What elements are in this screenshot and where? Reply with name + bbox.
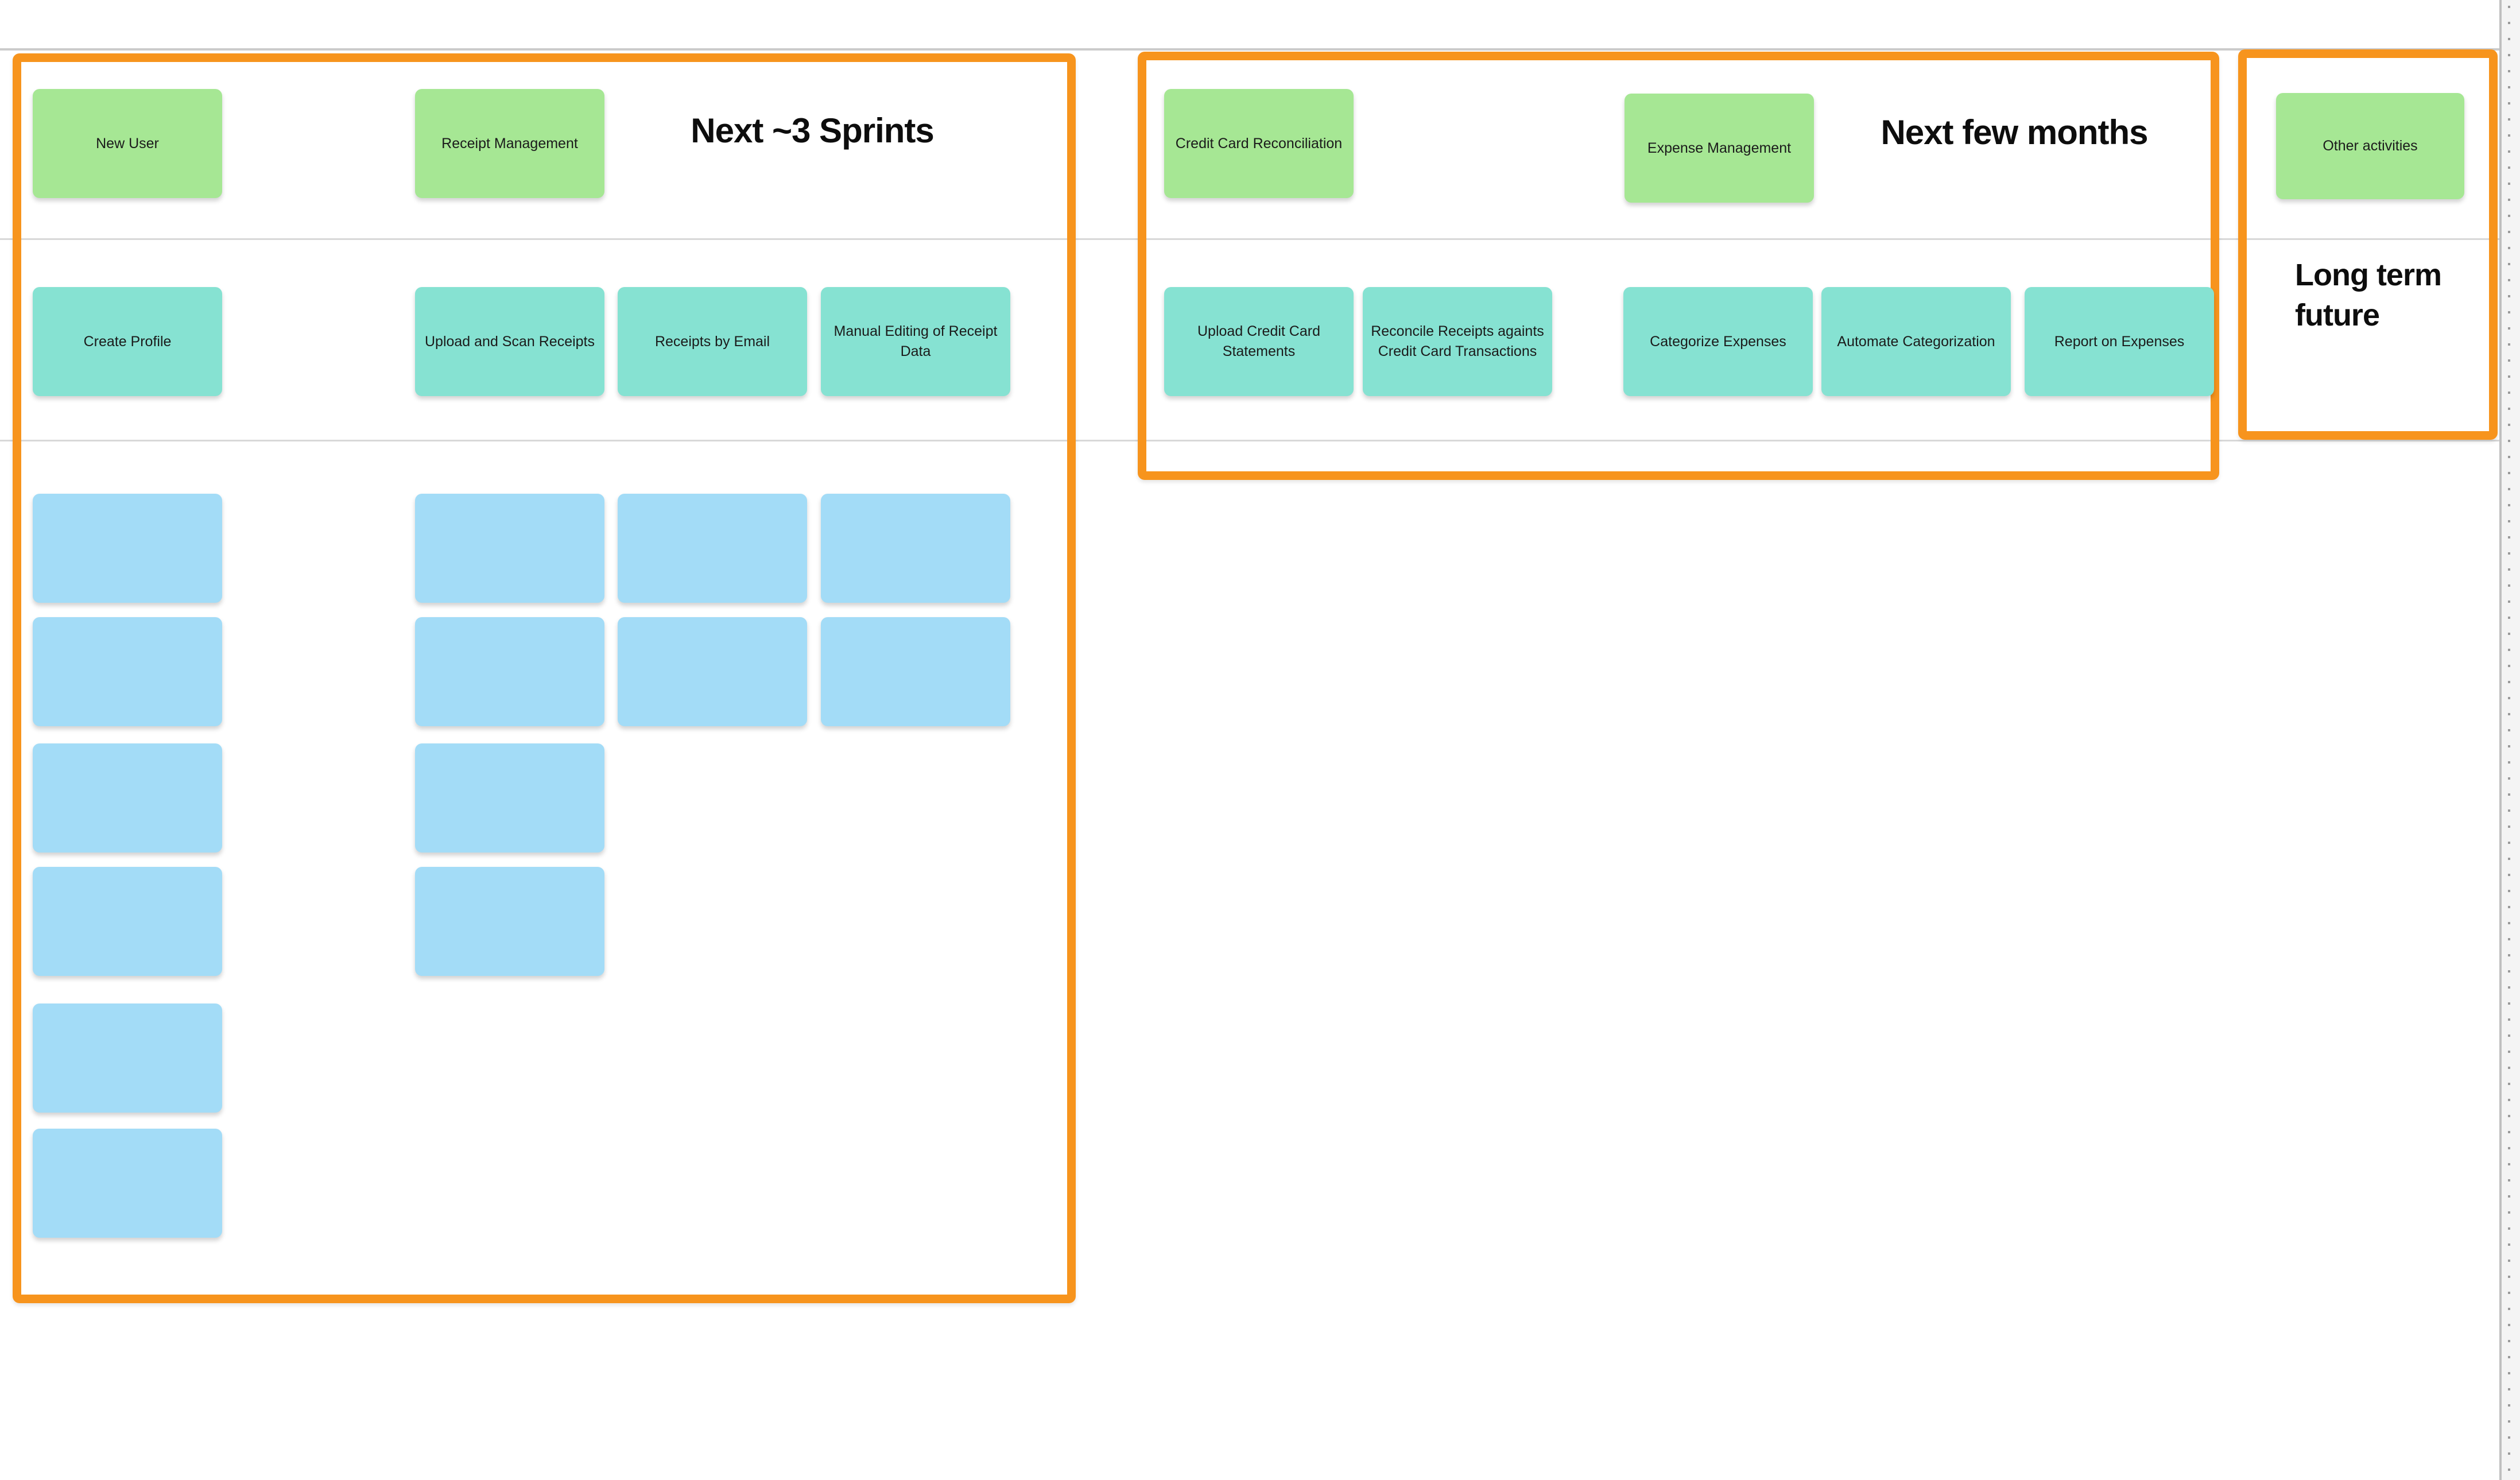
sticky-note-label: New User (96, 135, 159, 152)
sticky-note-report-on-expenses[interactable]: Report on Expenses (2025, 287, 2214, 396)
section-title-next-few-months[interactable]: Next few months (1881, 113, 2148, 152)
frame-next-few-months[interactable] (1138, 52, 2219, 480)
sticky-note-categorize-expenses[interactable]: Categorize Expenses (1623, 287, 1813, 396)
sticky-note-label: Other activities (2323, 138, 2418, 154)
board-row-divider (0, 440, 2500, 441)
sticky-note-upload-credit-card-statements[interactable]: Upload Credit Card Statements (1164, 287, 1354, 396)
sticky-note-blank[interactable] (33, 867, 222, 976)
sticky-note-reconcile-receipts-againts-credit-card-transactions[interactable]: Reconcile Receipts againts Credit Card T… (1363, 287, 1552, 396)
sticky-note-create-profile[interactable]: Create Profile (33, 287, 222, 396)
sticky-note-blank[interactable] (821, 617, 1010, 726)
sticky-note-label: Automate Categorization (1837, 333, 1995, 350)
sticky-note-label: Manual Editing of Receipt Data (833, 323, 998, 359)
sticky-note-blank[interactable] (415, 743, 604, 853)
section-title-long-term-future[interactable]: Long term future (2295, 258, 2442, 333)
sticky-note-other-activities[interactable]: Other activities (2276, 93, 2464, 199)
sticky-note-blank[interactable] (618, 494, 807, 603)
sticky-note-blank[interactable] (33, 743, 222, 853)
sticky-note-label: Create Profile (83, 333, 172, 350)
canvas-dot-grid (2508, 6, 2510, 1480)
board-row-divider (0, 238, 2500, 240)
sticky-note-blank[interactable] (33, 1129, 222, 1238)
board-frame-edge (2499, 0, 2502, 1480)
sticky-note-label: Report on Expenses (2054, 333, 2185, 350)
sticky-note-label: Categorize Expenses (1650, 333, 1786, 350)
canvas-margin-strip (2502, 0, 2520, 1480)
sticky-note-manual-editing-of-receipt-data[interactable]: Manual Editing of Receipt Data (821, 287, 1010, 396)
sticky-note-blank[interactable] (821, 494, 1010, 603)
sticky-note-upload-and-scan-receipts[interactable]: Upload and Scan Receipts (415, 287, 604, 396)
sticky-note-label: Credit Card Reconciliation (1175, 135, 1343, 152)
sticky-note-blank[interactable] (415, 617, 604, 726)
sticky-note-label: Upload and Scan Receipts (424, 333, 595, 350)
sticky-note-blank[interactable] (33, 1004, 222, 1113)
sticky-note-blank[interactable] (415, 494, 604, 603)
sticky-note-blank[interactable] (618, 617, 807, 726)
frame-long-term-future[interactable] (2238, 49, 2498, 440)
sticky-note-blank[interactable] (33, 617, 222, 726)
sticky-note-receipts-by-email[interactable]: Receipts by Email (618, 287, 807, 396)
sticky-note-blank[interactable] (33, 494, 222, 603)
sticky-note-automate-categorization[interactable]: Automate Categorization (1821, 287, 2011, 396)
frame-next-3-sprints[interactable] (13, 53, 1076, 1303)
sticky-note-label: Upload Credit Card Statements (1197, 323, 1320, 359)
section-title-next-3-sprints[interactable]: Next ~3 Sprints (691, 111, 935, 150)
board-row-divider (0, 48, 2500, 51)
sticky-note-blank[interactable] (415, 867, 604, 976)
sticky-note-label: Receipts by Email (654, 333, 770, 350)
sticky-note-expense-management[interactable]: Expense Management (1625, 94, 1814, 203)
sticky-note-new-user[interactable]: New User (33, 89, 222, 198)
sticky-note-receipt-management[interactable]: Receipt Management (415, 89, 604, 198)
sticky-note-label: Receipt Management (441, 135, 578, 152)
sticky-note-label: Reconcile Receipts againts Credit Card T… (1371, 323, 1544, 359)
sticky-note-credit-card-reconciliation[interactable]: Credit Card Reconciliation (1164, 89, 1354, 198)
sticky-note-label: Expense Management (1647, 140, 1792, 156)
